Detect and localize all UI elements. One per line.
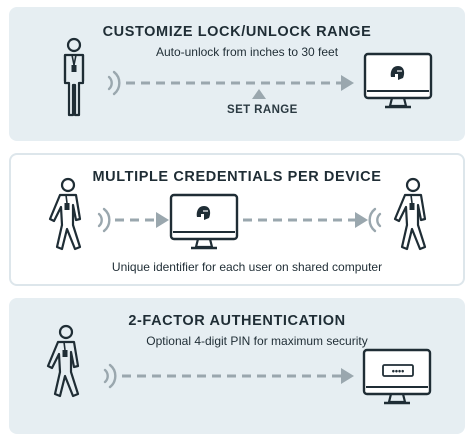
signal-waves-icon xyxy=(368,207,382,233)
panel-credentials: MULTIPLE CREDENTIALS PER DEVICE Unique i… xyxy=(9,153,465,286)
person-walking-icon xyxy=(48,177,82,251)
panel-title: MULTIPLE CREDENTIALS PER DEVICE xyxy=(92,169,382,185)
computer-monitor-icon xyxy=(363,52,433,109)
pin-field-icon: •••• xyxy=(382,364,414,377)
2fa-illustration: •••• xyxy=(46,324,432,405)
person-standing-icon xyxy=(63,37,85,117)
signal-waves-icon xyxy=(97,207,111,233)
panel-subtitle: Optional 4-digit PIN for maximum securit… xyxy=(146,334,368,348)
dashed-arrow-icon xyxy=(115,212,169,228)
signal-waves-icon xyxy=(103,363,117,389)
signal-waves-icon xyxy=(107,70,121,96)
panel-range: CUSTOMIZE LOCK/UNLOCK RANGE Auto-unlock … xyxy=(9,7,465,141)
dashed-arrow-icon xyxy=(126,75,354,91)
range-illustration xyxy=(63,37,433,117)
pin-mask: •••• xyxy=(392,366,405,376)
panel-title: 2-FACTOR AUTHENTICATION xyxy=(128,313,346,329)
person-walking-icon xyxy=(46,324,80,398)
computer-monitor-icon xyxy=(169,193,239,250)
panel-title: CUSTOMIZE LOCK/UNLOCK RANGE xyxy=(102,24,372,40)
panel-subtitle: Auto-unlock from inches to 30 feet xyxy=(155,45,339,59)
dashed-arrow-icon xyxy=(243,212,368,228)
credentials-illustration xyxy=(48,177,427,251)
range-marker-icon xyxy=(252,89,266,99)
set-range-label: SET RANGE xyxy=(227,104,298,116)
person-walking-icon xyxy=(393,177,427,251)
panel-subtitle: Unique identifier for each user on share… xyxy=(111,260,383,274)
dashed-arrow-icon xyxy=(122,368,354,384)
panel-2fa: 2-FACTOR AUTHENTICATION Optional 4-digit… xyxy=(9,298,465,434)
